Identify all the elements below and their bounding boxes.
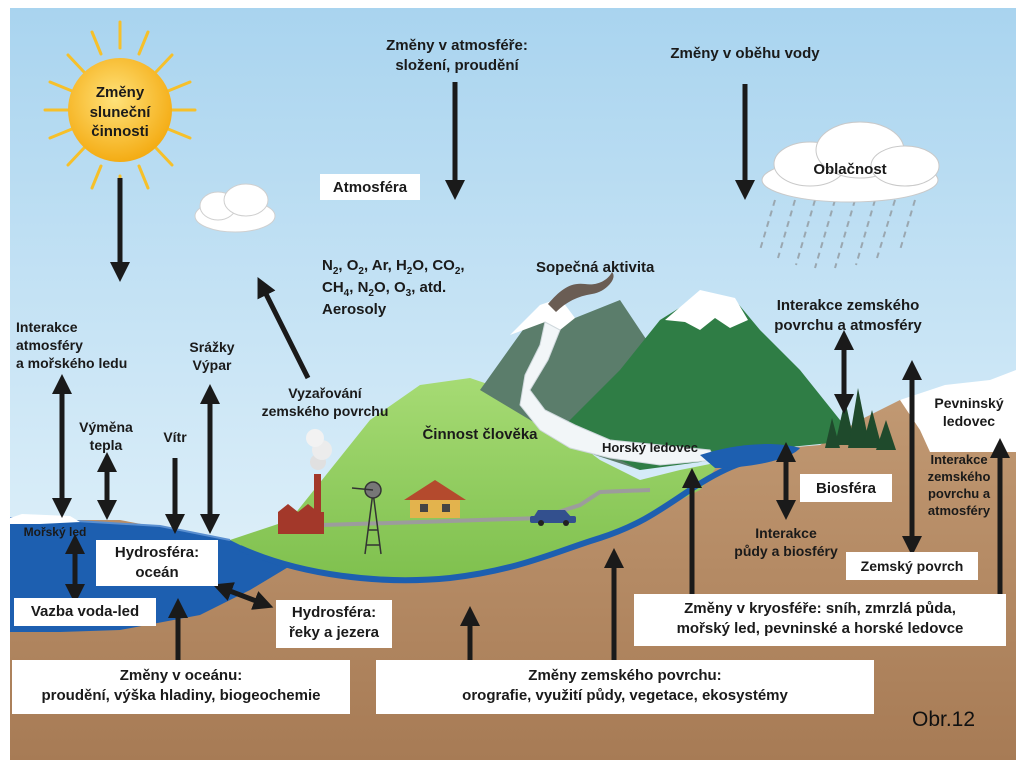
subscript: 2 xyxy=(406,266,413,277)
forest xyxy=(825,388,896,450)
subscript: 2 xyxy=(332,266,339,277)
sea-ice-label: Mořský led xyxy=(23,525,87,539)
factory xyxy=(278,429,332,534)
formula-text: , Ar, H xyxy=(363,257,407,274)
volcano-smoke xyxy=(548,272,614,312)
ice-sheet xyxy=(900,370,1016,452)
atm-seaice-interaction-label: Interakce atmosféry a mořského ledu xyxy=(16,319,128,372)
formula-text: N xyxy=(322,257,333,274)
hydro-ocean-label: Hydrosféra: oceán xyxy=(96,540,218,586)
mountain-glacier-label: Horský ledovec xyxy=(601,440,699,455)
water-ice-label: Vazba voda-led xyxy=(14,598,156,626)
cloudiness-label: Oblačnost xyxy=(813,161,887,178)
ocean-changes-label: Změny v oceánu: proudění, výška hladiny,… xyxy=(12,660,350,714)
hydro-rivers-label: Hydrosféra: řeky a jezera xyxy=(276,600,392,648)
volcanic-activity-label: Sopečná aktivita xyxy=(536,259,655,276)
cloud-rain-icon xyxy=(759,121,940,269)
land-surface-label: Zemský povrch xyxy=(846,552,978,580)
sun-icon xyxy=(43,20,197,202)
ice-sheet-label: Pevninský ledovec xyxy=(934,395,1004,430)
formula-text: , O xyxy=(338,257,359,274)
subscript: 2 xyxy=(368,288,374,299)
formula-text: , N xyxy=(349,279,369,296)
wind-label: Vítr xyxy=(163,429,187,445)
land-atm-interaction-top-label: Interakce zemského povrchu a atmosféry xyxy=(774,297,922,334)
human-activity-label: Činnost člověka xyxy=(422,426,538,443)
precip-evap-label: Srážky Výpar xyxy=(189,339,235,374)
heat-exchange-label: Výměna tepla xyxy=(79,419,133,454)
gas-line-1: N2, O2, Ar, H2O, CO2, xyxy=(322,256,512,278)
mountain-green xyxy=(560,295,860,470)
figure-caption: Obr.12 xyxy=(912,708,976,731)
subscript: 2 xyxy=(454,266,461,277)
subscript: 3 xyxy=(405,288,412,299)
formula-text: CH xyxy=(322,279,344,296)
water-cycle-changes-label: Změny v oběhu vody xyxy=(670,45,820,62)
gas-line-2: CH4, N2O, O3, atd. xyxy=(322,278,512,300)
gas-list: N2, O2, Ar, H2O, CO2, CH4, N2O, O3, atd.… xyxy=(322,256,512,320)
cryosphere-changes-label: Změny v kryosféře: sníh, zmrzlá půda, mo… xyxy=(634,594,1006,646)
car xyxy=(530,510,576,526)
land-atm-interaction-right-label: Interakce zemského povrchu a atmosféry xyxy=(927,452,991,518)
house xyxy=(404,480,466,518)
windmill xyxy=(351,481,382,555)
surface-radiation-label: Vyzařování zemského povrchu xyxy=(261,385,389,420)
formula-text: O, O xyxy=(373,279,406,296)
sun-label: Změny sluneční činnosti xyxy=(89,84,151,140)
river xyxy=(238,452,791,584)
formula-text: , xyxy=(460,257,465,274)
arrows xyxy=(52,82,1010,660)
arrow-radiation-up xyxy=(257,277,311,380)
arrow-ocean-rivers xyxy=(212,582,274,610)
atmosphere-changes-label: Změny v atmosféře: složení, proudění xyxy=(386,37,528,74)
aerosols-label: Aerosoly xyxy=(322,301,387,318)
subscript: 4 xyxy=(343,288,350,299)
cloud-small-icon xyxy=(194,183,276,233)
human-land xyxy=(230,378,720,580)
surface-changes-label: Změny zemského povrchu: orografie, využi… xyxy=(376,660,874,714)
formula-text: O, CO xyxy=(412,257,455,274)
biosphere-label: Biosféra xyxy=(800,474,892,502)
formula-text: , atd. xyxy=(411,279,447,296)
subscript: 2 xyxy=(358,266,364,277)
atmosphere-label: Atmosféra xyxy=(320,174,420,200)
soil-biosphere-label: Interakce půdy a biosféry xyxy=(734,525,838,560)
